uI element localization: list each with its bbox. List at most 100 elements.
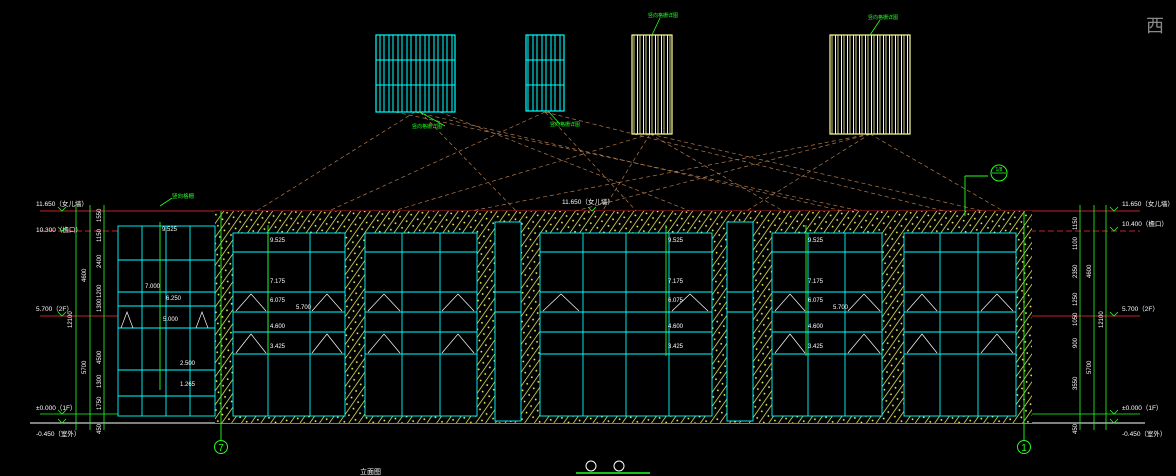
interior-a-level-2: 6.075 <box>270 298 286 304</box>
level-right-ground: ±0.000（1F） <box>1122 404 1162 412</box>
left-dimension-labels: 1550115024001200130045001300175045046001… <box>68 208 103 434</box>
axis-marker-top[interactable]: 1/8 <box>990 164 1008 182</box>
left-dim-6: 1300 <box>97 374 103 388</box>
detail-panel-3-label: 竖向格栅详图 <box>648 12 678 19</box>
detail-panel-1[interactable]: 竖向格栅详图 <box>375 34 456 130</box>
leader-lines <box>249 111 1011 216</box>
level-right-mid: 5.700（2F） <box>1122 305 1159 313</box>
level-center-tick <box>587 206 597 212</box>
right-dim-6: 3550 <box>1073 376 1079 390</box>
interior-levels-a: 9.525 7.175 6.075 5.700 4.600 3.425 <box>270 238 312 350</box>
right-dim-5: 900 <box>1073 337 1079 348</box>
left-level-ticks <box>57 206 67 424</box>
level-center-roof: 11.650（女儿墙） <box>562 197 614 206</box>
level-left-ground: ±0.000（1F） <box>36 404 76 412</box>
left-note-leader <box>159 197 173 207</box>
left-dimension-chain <box>75 205 105 430</box>
left-note-label: 竖向格栅 <box>172 192 195 200</box>
interior-a-level-3: 5.700 <box>296 305 312 311</box>
left-dim-0: 1550 <box>97 208 103 222</box>
left-dim-4: 1300 <box>97 298 103 312</box>
left-panel-level-0: 9.525 <box>162 227 178 233</box>
detail-panel-4[interactable]: 竖向格栅详图 <box>829 14 911 135</box>
interior-b-level-0: 9.525 <box>668 238 684 244</box>
right-dimension-labels: 1150 1100 2350 1250 1050 900 3550 450 4600 12100 5… <box>1073 216 1105 434</box>
right-dim-total-1: 12100 <box>1099 311 1105 328</box>
left-dim-8: 450 <box>97 423 103 434</box>
axis-marker-right[interactable]: 1 <box>1017 440 1031 455</box>
interior-a-level-4: 4.600 <box>270 324 286 330</box>
interior-levels-b: 9.525 7.175 6.075 4.600 3.425 <box>668 238 684 350</box>
interior-c-level-3: 5.700 <box>833 305 849 311</box>
level-right-base: -0.450（室外） <box>1122 429 1166 438</box>
left-dim-3: 1200 <box>97 284 103 298</box>
detail-panel-1-label: 竖向格栅详图 <box>412 123 442 130</box>
left-panel-level-2: 6.250 <box>166 296 182 302</box>
level-right-roof: 11.650（女儿墙） <box>1122 199 1174 208</box>
right-dim-total-0: 4600 <box>1087 264 1093 278</box>
level-left-mid: 5.700（2F） <box>36 305 73 313</box>
left-level-labels: 11.650（女儿墙） 10.300（檐口） 5.700（2F） ±0.000（… <box>36 199 88 438</box>
right-dim-7: 450 <box>1073 423 1079 434</box>
level-left-top: 10.300（檐口） <box>36 225 82 234</box>
level-right-top: 10.400（檐口） <box>1122 219 1168 228</box>
drawing-title-text: 立面图 <box>360 467 381 476</box>
window-group-d[interactable] <box>771 232 883 417</box>
window-group-c[interactable] <box>539 232 713 417</box>
axis-marker-right-label: 1 <box>1021 443 1027 454</box>
interior-a-level-0: 9.525 <box>270 238 286 244</box>
interior-c-level-2: 6.075 <box>808 298 824 304</box>
window-strip-2[interactable] <box>726 221 754 422</box>
right-dim-2: 2350 <box>1073 264 1079 278</box>
interior-c-level-0: 9.525 <box>808 238 824 244</box>
detail-panel-2[interactable]: 竖向格栅详图 <box>525 34 580 128</box>
detail-panel-2-label: 竖向格栅详图 <box>550 121 580 128</box>
left-panel-level-1: 7.000 <box>145 284 161 290</box>
interior-b-level-2: 6.075 <box>668 298 684 304</box>
level-left-base: -0.450（室外） <box>36 429 80 438</box>
left-dim-5: 4500 <box>97 350 103 364</box>
right-level-ticks <box>1109 206 1119 424</box>
viewcube-direction-label[interactable]: 西 <box>1146 16 1164 37</box>
interior-c-level-5: 3.425 <box>808 344 824 350</box>
interior-b-level-1: 7.175 <box>668 279 684 285</box>
right-dimension-chain <box>1079 205 1107 430</box>
left-dim-2: 2400 <box>97 254 103 268</box>
left-panel-levels: 9.525 7.000 6.250 5.000 2.500 1.265 <box>145 227 196 388</box>
left-dim-total-2: 5700 <box>82 360 88 374</box>
interior-a-level-1: 7.175 <box>270 279 286 285</box>
right-dim-0: 1150 <box>1073 216 1079 230</box>
interior-levels-c: 9.525 7.175 6.075 5.700 4.600 3.425 <box>808 238 849 350</box>
window-group-a[interactable] <box>232 232 346 417</box>
detail-panel-4-label: 竖向格栅详图 <box>868 14 898 21</box>
left-panel-level-4: 2.500 <box>180 361 196 367</box>
interior-c-level-4: 4.600 <box>808 324 824 330</box>
left-dim-total-1: 12100 <box>68 311 74 328</box>
interior-b-level-3: 4.600 <box>668 324 684 330</box>
left-dim-7: 1750 <box>97 396 103 410</box>
right-dim-1: 1100 <box>1073 236 1079 250</box>
interior-a-level-5: 3.425 <box>270 344 286 350</box>
left-panel-level-5: 1.265 <box>180 382 196 388</box>
interior-b-level-4: 3.425 <box>668 344 684 350</box>
level-left-roof: 11.650（女儿墙） <box>36 199 88 208</box>
right-dim-total-2: 5700 <box>1087 360 1093 374</box>
window-group-b[interactable] <box>364 232 478 417</box>
right-level-labels: 11.650（女儿墙） 10.400（檐口） 5.700（2F） ±0.000（… <box>1122 199 1174 438</box>
axis-marker-top-label: 1/8 <box>996 167 1003 173</box>
interior-c-level-1: 7.175 <box>808 279 824 285</box>
axis-lines <box>159 175 1025 440</box>
window-strip-1[interactable] <box>494 221 522 422</box>
right-dim-3: 1250 <box>1073 292 1079 306</box>
detail-panel-3[interactable]: 竖向格栅详图 <box>631 12 678 135</box>
left-panel-level-3: 5.000 <box>163 317 179 323</box>
axis-marker-left[interactable]: 7 <box>214 440 228 455</box>
opening-marks <box>120 293 1014 354</box>
drawing-title[interactable]: 立面图 <box>360 460 650 476</box>
axis-marker-left-label: 7 <box>218 443 224 454</box>
left-dim-1: 1150 <box>97 228 103 242</box>
left-dim-total-0: 4600 <box>82 268 88 282</box>
window-group-e[interactable] <box>903 232 1017 417</box>
right-dim-4: 1050 <box>1073 312 1079 326</box>
